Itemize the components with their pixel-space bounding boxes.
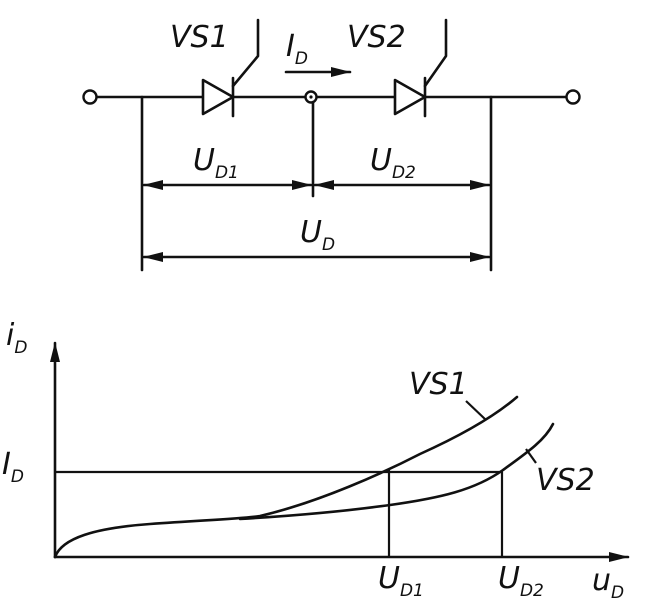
vs1-gate-lead (231, 18, 260, 88)
ud1-label: UD1 (193, 143, 239, 183)
x-axis-label: uD (592, 563, 624, 603)
current-label: ID (286, 29, 308, 69)
iv-graph: iD uD ID UD1 UD2 VS1 VS2 (2, 318, 630, 603)
left-terminal (82, 89, 98, 105)
vs2-curve-label: VS2 (536, 463, 595, 498)
ud2-tick-label: UD2 (498, 561, 544, 601)
circuit: VS1 VS2 ID UD1 UD2 UD (82, 18, 581, 272)
ud2-label: UD2 (370, 143, 416, 183)
current-level-label: ID (2, 447, 24, 487)
vs2-gate-lead (423, 18, 448, 88)
vs2-leader (525, 448, 537, 464)
ud-label: UD (300, 215, 335, 255)
vs1-leader (465, 400, 487, 421)
thyristor-vs2-symbol (393, 18, 448, 118)
vs2-label: VS2 (347, 20, 406, 55)
right-terminal (565, 89, 581, 105)
vs1-curve (53, 395, 519, 559)
vs1-label: VS1 (170, 20, 229, 55)
y-axis-label: iD (6, 318, 27, 358)
thyristor-vs1-symbol (201, 18, 260, 118)
ud1-tick-label: UD1 (378, 561, 424, 601)
vs1-curve-label: VS1 (409, 367, 468, 402)
